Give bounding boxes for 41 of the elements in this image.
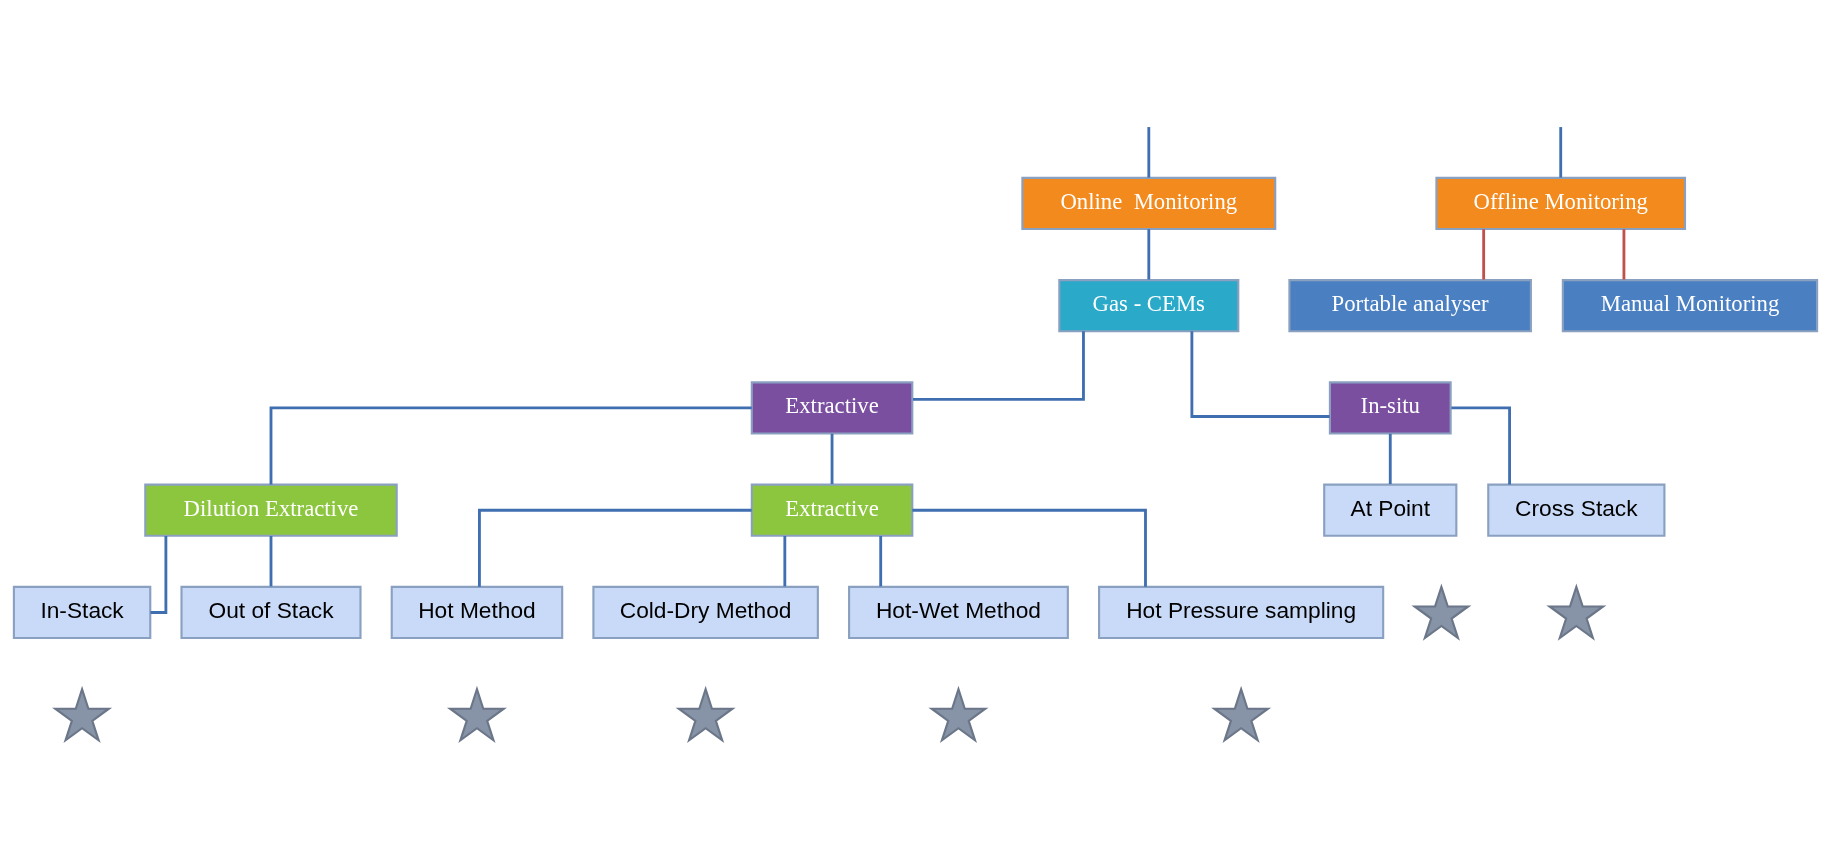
connector <box>478 508 752 587</box>
connector <box>1451 406 1511 484</box>
node-star <box>675 685 736 743</box>
node-box: Offline Monitoring <box>1435 176 1687 230</box>
connector <box>150 535 168 614</box>
connector <box>912 508 1147 587</box>
connector <box>830 433 834 484</box>
node-box: Out of Stack <box>180 585 362 639</box>
node-box: Hot-Wet Method <box>848 585 1069 639</box>
connector <box>1190 330 1330 418</box>
node-box: Hot Method <box>390 585 564 639</box>
node-box: Cross Stack <box>1487 483 1666 537</box>
node-box: In-situ <box>1328 380 1452 435</box>
node-box: Extractive <box>750 380 914 435</box>
connector <box>269 406 752 484</box>
node-box: Cold-Dry Method <box>592 585 819 639</box>
node-box: In-Stack <box>12 585 152 639</box>
node-box: Manual Monitoring <box>1561 278 1819 332</box>
node-box: Online Monitoring <box>1021 176 1277 230</box>
node-box: Portable analyser <box>1288 278 1532 332</box>
node-box: Gas - CEMs <box>1058 278 1240 332</box>
connector <box>1482 228 1486 280</box>
connector <box>1388 433 1392 484</box>
connector <box>269 535 273 586</box>
connector <box>879 535 883 586</box>
node-star <box>1411 582 1472 641</box>
connector <box>1622 228 1626 280</box>
node-box: Hot Pressure sampling <box>1098 585 1385 639</box>
node-star <box>1211 685 1272 743</box>
connector <box>913 330 1085 401</box>
node-box: Extractive <box>750 483 914 537</box>
node-box: At Point <box>1323 483 1458 537</box>
node-star <box>52 685 113 743</box>
connector <box>1147 126 1151 178</box>
node-star <box>446 685 507 743</box>
connector <box>1559 126 1563 178</box>
node-star <box>1546 582 1607 641</box>
connector <box>1147 228 1151 280</box>
node-box: Dilution Extractive <box>144 483 398 537</box>
connector <box>783 535 787 586</box>
node-star <box>928 685 989 743</box>
